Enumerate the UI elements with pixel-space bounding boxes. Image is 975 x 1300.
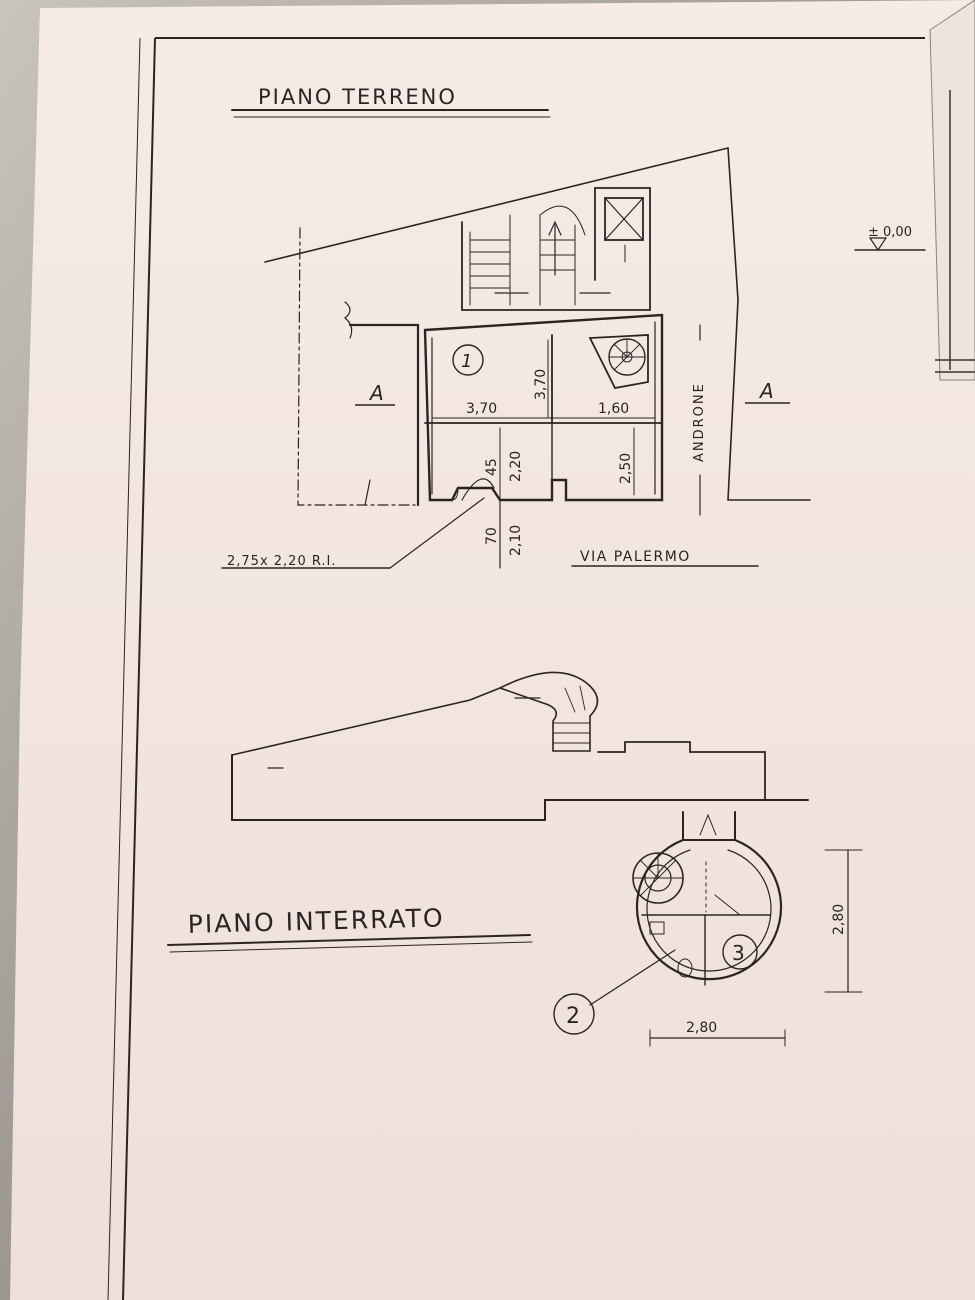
wall bbox=[348, 323, 420, 507]
frame-border-left bbox=[122, 37, 156, 1300]
break-line bbox=[344, 301, 353, 339]
stair-block bbox=[461, 187, 651, 311]
door-jamb bbox=[451, 487, 459, 501]
round-room-wall-inner bbox=[646, 849, 772, 972]
room-3-marker bbox=[722, 934, 758, 970]
room-1-label: 1 bbox=[461, 351, 472, 372]
next-page-edge bbox=[929, 0, 975, 381]
basement-stair bbox=[497, 671, 599, 752]
stair-arrow-head bbox=[548, 220, 562, 236]
basement-slope bbox=[231, 687, 501, 756]
basement-corridor bbox=[682, 811, 736, 841]
toilet-icon bbox=[677, 958, 693, 978]
basement-spiral-treads bbox=[632, 852, 684, 897]
basement-outline bbox=[231, 754, 809, 821]
level-mark-text: ± 0,00 bbox=[868, 225, 912, 240]
unit-a-left: A bbox=[368, 381, 384, 405]
dim-210: 2,10 bbox=[508, 525, 524, 556]
dim-width-1: 3,70 bbox=[466, 401, 497, 417]
dim-70: 70 bbox=[484, 527, 500, 545]
shop-window-leader bbox=[389, 497, 485, 569]
level-mark-triangle bbox=[868, 237, 888, 252]
street-label: VIA PALERMO bbox=[580, 549, 691, 565]
dim-basement-height: 2,80 bbox=[831, 904, 847, 935]
basement-door bbox=[699, 813, 717, 836]
title-underline bbox=[167, 934, 531, 946]
stair-treads bbox=[469, 205, 586, 306]
room-1-marker bbox=[452, 344, 484, 376]
title-piano-terreno: PIANO TERRENO bbox=[258, 85, 457, 109]
room-2-label: 2 bbox=[566, 1004, 580, 1029]
basement-door-swing bbox=[714, 894, 741, 916]
spiral-treads bbox=[608, 338, 646, 371]
lift-cross bbox=[604, 197, 644, 241]
title-piano-interrato: PIANO INTERRATO bbox=[187, 903, 445, 939]
shop-window-label: 2,75x 2,20 R.I. bbox=[227, 554, 337, 569]
room-2-leader bbox=[589, 949, 676, 1006]
title-underline bbox=[169, 941, 533, 953]
dim-basement-width: 2,80 bbox=[686, 1020, 717, 1036]
dim-220: 2,20 bbox=[508, 451, 524, 482]
neighbour-wall bbox=[727, 147, 811, 501]
dim-45: 45 bbox=[484, 458, 500, 476]
basement-stair-treads bbox=[552, 685, 591, 744]
dim-width-2: 1,60 bbox=[598, 401, 629, 417]
paper-sheet bbox=[10, 0, 975, 1300]
entrance-door bbox=[461, 478, 495, 501]
site-boundary bbox=[264, 147, 729, 263]
spiral-stair-frame bbox=[588, 334, 649, 390]
sink-icon bbox=[649, 921, 665, 935]
room-2-marker bbox=[553, 993, 595, 1035]
room-3-label: 3 bbox=[732, 941, 745, 965]
break-mark bbox=[364, 479, 371, 506]
frame-border-left-inner bbox=[107, 37, 141, 1300]
androne-label: ANDRONE bbox=[692, 382, 707, 462]
round-room-wall bbox=[635, 838, 783, 981]
dim-250: 2,50 bbox=[618, 453, 634, 484]
basement-wall bbox=[597, 741, 766, 801]
unit-a-right: A bbox=[758, 379, 774, 403]
lift-shaft bbox=[604, 197, 644, 241]
dim-height-1: 3,70 bbox=[533, 369, 549, 400]
